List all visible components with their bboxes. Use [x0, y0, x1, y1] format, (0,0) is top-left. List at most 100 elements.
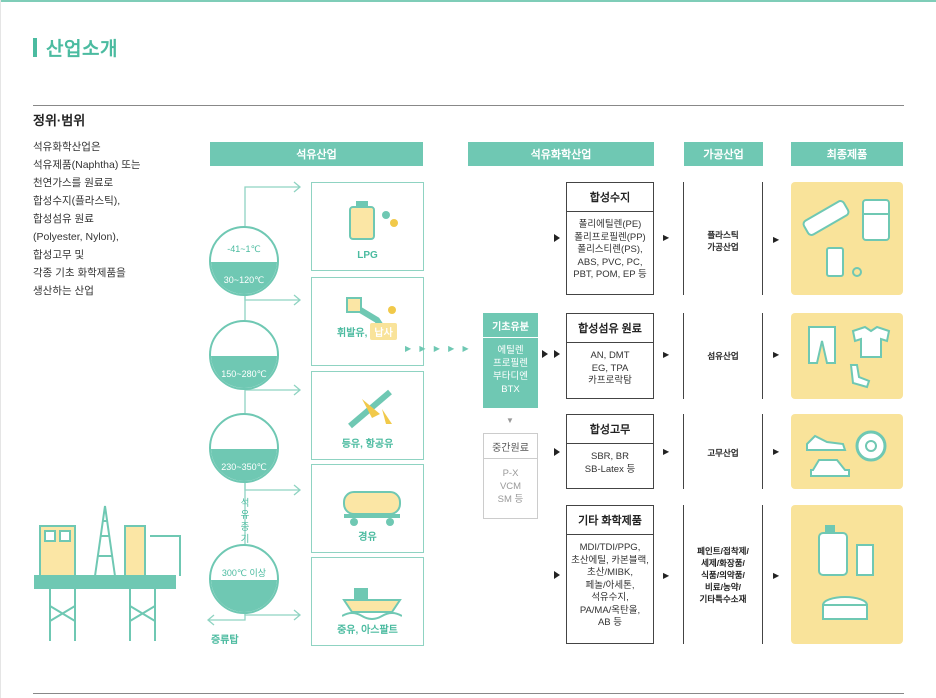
vapor-char: 석	[240, 498, 250, 509]
chem-box-other: 기타 화학제품 MDI/TDI/PPG, 초산에틸, 카본블랙, 초산/MIBK…	[566, 505, 654, 644]
intermediate-title: 중간원료	[484, 434, 537, 459]
process-line: 비료/농약/	[704, 582, 741, 592]
refrigerator-icon	[862, 199, 890, 241]
sock-icon	[849, 364, 871, 389]
header-petrochemical: 석유화학산업	[468, 142, 654, 166]
process-plastic: 플라스틱 가공산업	[690, 229, 756, 253]
chem-item: AN, DMT	[590, 350, 630, 361]
vapor-char: 증	[240, 522, 250, 533]
product-heavy: 중유, 아스팔트	[311, 557, 424, 646]
basic-title: 기초유분	[483, 313, 538, 338]
temp-bottom: 150~280℃	[221, 369, 267, 379]
ship-icon	[342, 588, 402, 620]
temp-top: -41~1℃	[227, 244, 261, 254]
final-other-products	[791, 505, 903, 644]
temp-bottom: 300℃ 이상	[221, 568, 267, 578]
temp-circle-3: 230~350℃	[209, 413, 279, 483]
divider-left	[683, 182, 684, 295]
title-bar	[33, 38, 37, 57]
intermediate-item: VCM	[499, 481, 522, 492]
divider-right	[762, 313, 763, 399]
cosmetic-jar-icon	[822, 596, 868, 620]
desc-line: 석유제품(Naphtha) 또는	[33, 159, 141, 171]
vapor-char: 기	[240, 534, 250, 545]
divider-left	[683, 313, 684, 399]
tshirt-icon	[851, 325, 891, 358]
desc-line: 각종 기초 화학제품을	[33, 267, 126, 279]
other-products-illustration	[818, 525, 874, 620]
vapor-char: 유	[240, 510, 250, 521]
divider-right	[762, 505, 763, 644]
arrow-right: ▶	[773, 350, 780, 359]
desc-line: 천연가스를 원료로	[33, 177, 114, 189]
arrow-right: ▶	[663, 350, 670, 359]
chem-item: 페놀/아세톤,	[585, 579, 635, 591]
bottle-icon	[856, 544, 874, 576]
bottom-rule	[33, 693, 904, 694]
basic-item: 에틸렌	[497, 345, 524, 356]
naphtha-badge: 납사	[370, 323, 397, 340]
temp-circle-4: 300℃ 이상	[209, 544, 279, 614]
divider-left	[683, 414, 684, 489]
intermediate-item: SM 등	[497, 494, 524, 505]
process-rubber: 고무산업	[690, 447, 756, 459]
temp-bottom: 230~350℃	[221, 462, 267, 472]
final-plastic-products	[791, 182, 903, 295]
top-accent-line	[0, 0, 936, 2]
airplane-icon	[348, 389, 392, 429]
process-line: 고무산업	[707, 448, 739, 458]
chem-item: MDI/TDI/PPG,	[579, 542, 641, 553]
arrow-right: ▶	[663, 571, 670, 580]
product-label: 등유, 항공유	[341, 439, 394, 450]
process-line: 섬유산업	[707, 351, 739, 361]
arrow-right: ▶	[773, 447, 780, 456]
chem-box-fiber: 합성섬유 원료 AN, DMT EG, TPA 카프로락탐	[566, 313, 654, 399]
chem-item: SBR, BR	[590, 451, 629, 462]
temp-circle-2: 150~280℃	[209, 320, 279, 390]
chem-item: SB-Latex 등	[584, 463, 636, 475]
description: 석유화학산업은 석유제품(Naphtha) 또는 천연가스를 원료로 합성수지(…	[33, 138, 183, 300]
final-rubber-products	[791, 414, 903, 489]
temp-circle-1: -41~1℃ 30~120℃	[209, 226, 279, 296]
liquid-fill	[211, 262, 277, 294]
chem-item: PBT, POM, EP 등	[573, 269, 647, 280]
detergent-bottle-icon	[818, 525, 848, 576]
basic-item: BTX	[501, 384, 520, 395]
arrow-right: ▶	[773, 571, 780, 580]
basic-item: 프로필렌	[493, 358, 528, 369]
chem-item: 폴리스티렌(PS),	[577, 244, 643, 255]
product-lpg: LPG	[311, 182, 424, 271]
arrow-right: ▶	[663, 447, 670, 456]
intermediate-item: P-X	[502, 468, 519, 479]
process-line: 페인트/접착제/	[697, 546, 749, 556]
chem-item: ABS, PVC, PC,	[577, 256, 643, 268]
basic-materials-box: 기초유분 에틸렌 프로필렌 부타디엔 BTX	[483, 313, 538, 408]
gasoline-label: 휘발유,	[337, 328, 368, 339]
page-title: 산업소개	[33, 34, 118, 61]
rubber-products-illustration	[806, 430, 887, 477]
liquid-fill	[211, 356, 277, 388]
process-other: 페인트/접착제/ 세제/화장품/ 식품/의약품/ 비료/농약/ 기타특수소재	[690, 545, 756, 605]
chem-title: 합성고무	[567, 415, 653, 444]
pants-icon	[808, 326, 836, 364]
chem-item: 폴리에틸렌(PE)	[578, 219, 642, 230]
chem-title: 기타 화학제품	[567, 506, 653, 535]
fiber-products-illustration	[808, 325, 891, 389]
tire-icon	[855, 430, 887, 462]
desc-line: 합성섬유 원료	[33, 213, 94, 225]
oil-can-icon	[349, 201, 398, 240]
left-border	[0, 0, 1, 698]
final-fiber-products	[791, 313, 903, 399]
header-final: 최종제품	[791, 142, 903, 166]
phone-charger-icon	[826, 247, 862, 277]
desc-line: 합성수지(플라스틱),	[33, 195, 121, 207]
car-icon	[810, 459, 850, 477]
vapor-label: 석 유 증 기	[239, 498, 251, 546]
sneaker-icon	[806, 434, 847, 451]
section-rule	[33, 105, 904, 106]
chem-item: AB 등	[597, 617, 623, 628]
chem-box-rubber: 합성고무 SBR, BR SB-Latex 등	[566, 414, 654, 489]
bracket-lines	[542, 234, 560, 579]
process-line: 기타특수소재	[699, 594, 747, 604]
chem-item: PA/MA/옥탄올,	[579, 604, 641, 616]
